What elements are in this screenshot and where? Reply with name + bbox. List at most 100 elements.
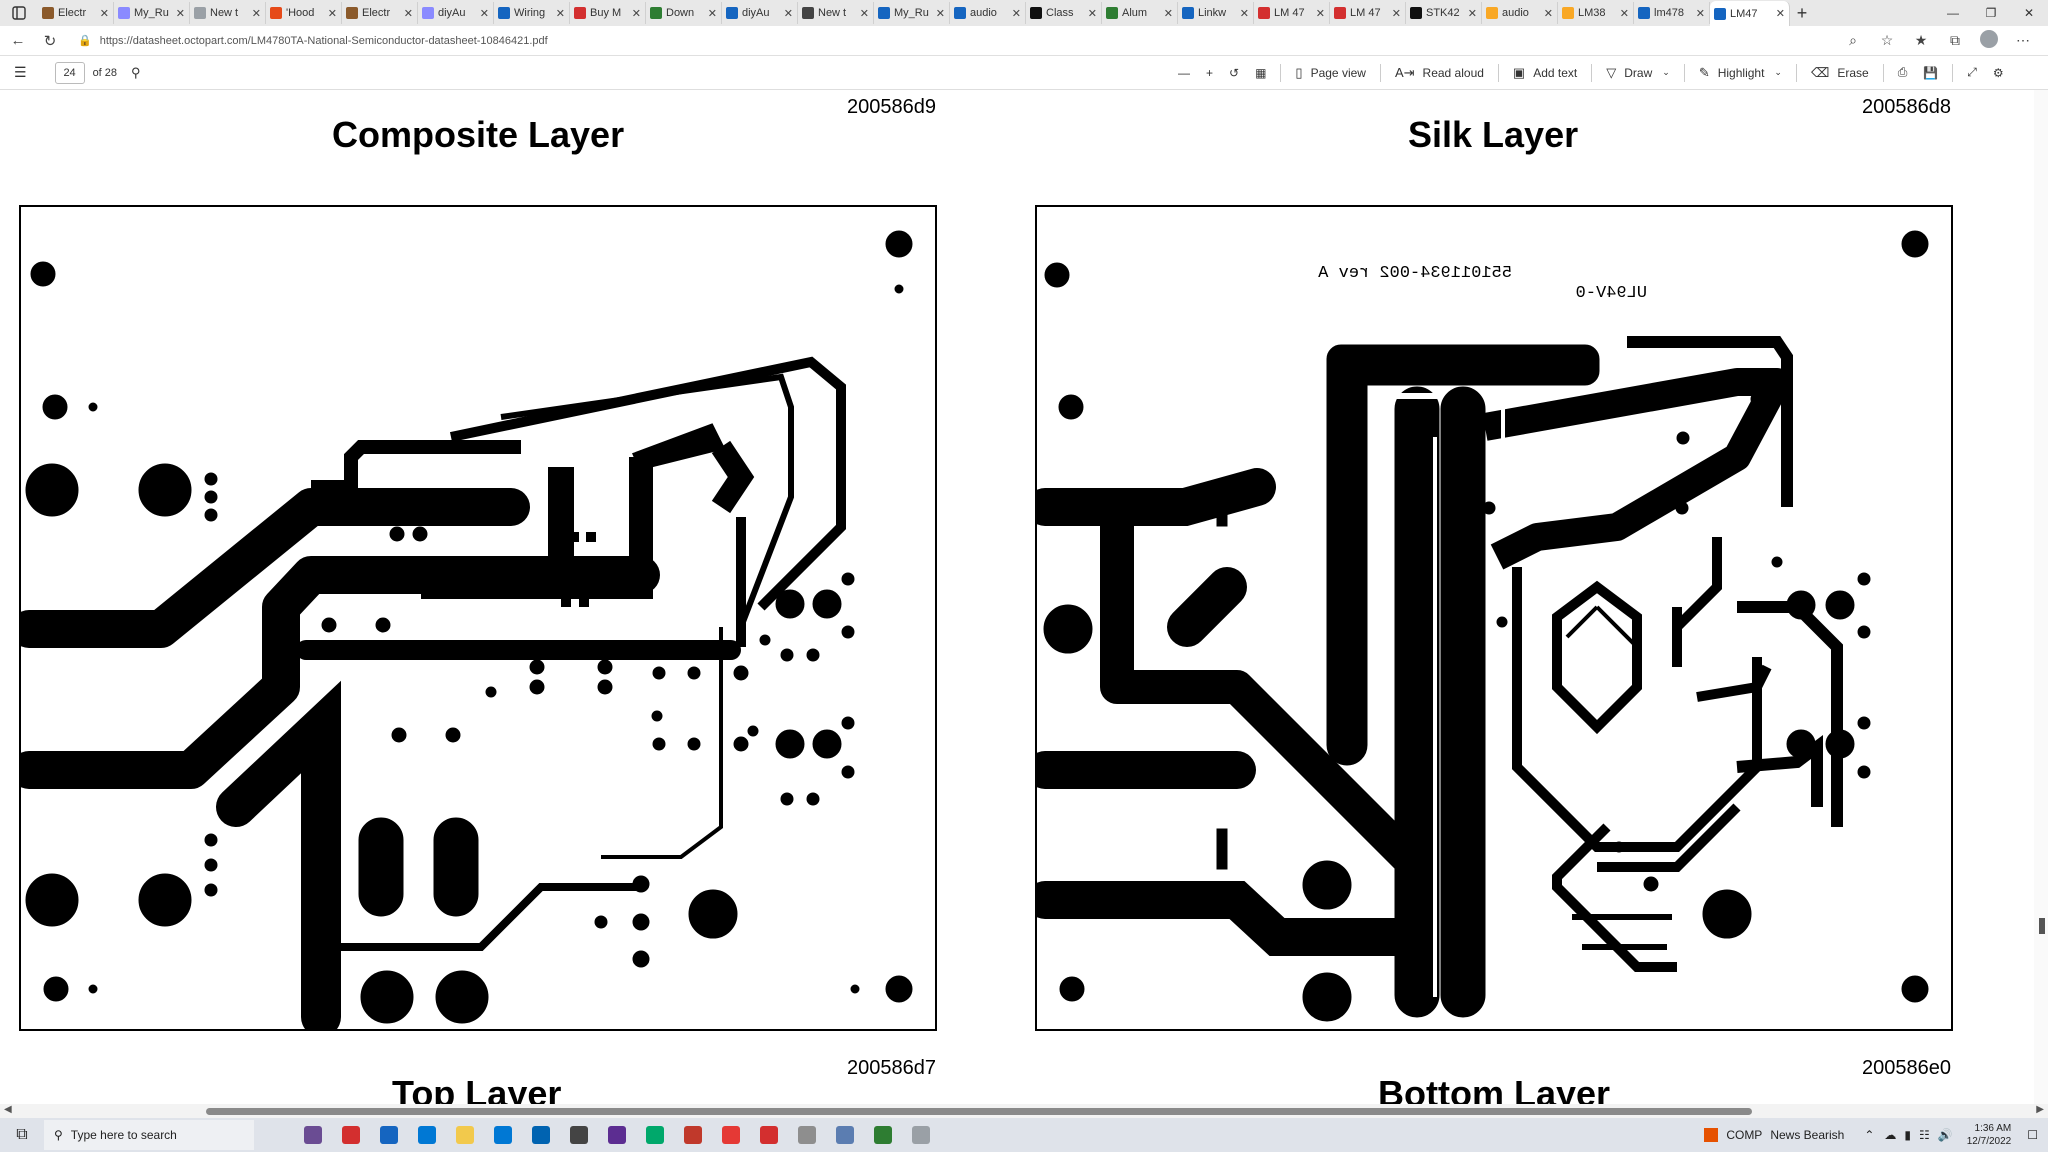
taskbar-app-icon[interactable] xyxy=(602,1121,632,1149)
browser-tab[interactable]: Buy M✕ xyxy=(570,2,646,24)
zoom-out-icon[interactable]: — xyxy=(1178,65,1190,80)
tab-close-icon[interactable]: ✕ xyxy=(935,7,945,20)
browser-tab[interactable]: Electr✕ xyxy=(342,2,418,24)
horizontal-scrollbar[interactable]: ◀ ▶ xyxy=(0,1104,2048,1118)
favorite-add-icon[interactable]: ☆ xyxy=(1880,32,1894,48)
new-tab-button[interactable]: + xyxy=(1796,2,1808,23)
tab-close-icon[interactable]: ✕ xyxy=(1543,7,1553,20)
taskbar-app-icon[interactable] xyxy=(792,1121,822,1149)
tab-close-icon[interactable]: ✕ xyxy=(859,7,869,20)
browser-tab[interactable]: My_Ru✕ xyxy=(874,2,950,24)
zoom-icon[interactable]: ⌕ xyxy=(1849,32,1857,48)
news-widget[interactable]: COMP News Bearish xyxy=(1704,1128,1844,1142)
chevron-up-icon[interactable]: ⌃ xyxy=(1864,1128,1875,1142)
taskbar-app-icon[interactable] xyxy=(678,1121,708,1149)
tab-close-icon[interactable]: ✕ xyxy=(479,7,489,20)
refresh-icon[interactable]: ↻ xyxy=(43,32,57,50)
browser-tab[interactable]: lm478✕ xyxy=(1634,2,1710,24)
taskbar-app-icon[interactable] xyxy=(754,1121,784,1149)
taskbar-app-icon[interactable] xyxy=(374,1121,404,1149)
fit-page-icon[interactable]: ▦ xyxy=(1255,65,1267,80)
tab-actions-menu-icon[interactable] xyxy=(0,0,38,26)
url-field[interactable]: 🔒 https://datasheet.octopart.com/LM4780T… xyxy=(78,30,1836,52)
browser-tab[interactable]: LM 47✕ xyxy=(1330,2,1406,24)
restore-icon[interactable]: ❐ xyxy=(1985,6,1997,20)
browser-tab[interactable]: diyAu✕ xyxy=(722,2,798,24)
profile-avatar[interactable] xyxy=(1972,30,2006,51)
fullscreen-icon[interactable]: ⤢ xyxy=(1967,65,1977,79)
browser-tab[interactable]: audio✕ xyxy=(1482,2,1558,24)
tab-close-icon[interactable]: ✕ xyxy=(1391,7,1401,20)
tab-close-icon[interactable]: ✕ xyxy=(1775,8,1785,20)
browser-tab[interactable]: Electr✕ xyxy=(38,2,114,24)
tab-close-icon[interactable]: ✕ xyxy=(99,7,109,20)
tab-close-icon[interactable]: ✕ xyxy=(1315,7,1325,20)
chevron-down-icon[interactable]: ⌄ xyxy=(1662,67,1670,77)
chevron-down-icon[interactable]: ⌄ xyxy=(1774,67,1782,77)
volume-icon[interactable]: 🔊 xyxy=(1937,1128,1953,1142)
draw-button[interactable]: ▽Draw⌄ xyxy=(1606,65,1670,81)
print-icon[interactable]: ⎙ xyxy=(1897,65,1908,79)
browser-tab[interactable]: LM47✕ xyxy=(1710,1,1790,26)
taskbar-app-icon[interactable] xyxy=(906,1121,936,1149)
browser-tab[interactable]: Down✕ xyxy=(646,2,722,24)
page-view-button[interactable]: ▯Page view xyxy=(1295,65,1366,81)
browser-tab[interactable]: STK42✕ xyxy=(1406,2,1482,24)
highlight-button[interactable]: ✎Highlight⌄ xyxy=(1699,65,1782,81)
scroll-thumb[interactable] xyxy=(206,1108,1752,1115)
scroll-thumb[interactable] xyxy=(2039,918,2045,934)
taskbar-app-icon[interactable] xyxy=(564,1121,594,1149)
tab-close-icon[interactable]: ✕ xyxy=(555,7,565,20)
taskbar-app-icon[interactable] xyxy=(640,1121,670,1149)
taskbar-search[interactable]: ⚲ Type here to search xyxy=(44,1120,254,1150)
taskbar-app-icon[interactable] xyxy=(450,1121,480,1149)
tab-close-icon[interactable]: ✕ xyxy=(707,7,717,20)
tab-close-icon[interactable]: ✕ xyxy=(175,7,185,20)
taskbar-app-icon[interactable] xyxy=(716,1121,746,1149)
cloud-icon[interactable]: ☁ xyxy=(1884,1128,1897,1142)
taskbar-app-icon[interactable] xyxy=(868,1121,898,1149)
browser-tab[interactable]: diyAu✕ xyxy=(418,2,494,24)
zoom-in-icon[interactable]: + xyxy=(1206,65,1214,80)
tab-close-icon[interactable]: ✕ xyxy=(327,7,337,20)
taskbar-app-icon[interactable] xyxy=(298,1121,328,1149)
network-icon[interactable]: ☷ xyxy=(1919,1128,1930,1142)
tab-close-icon[interactable]: ✕ xyxy=(631,7,641,20)
find-icon[interactable]: ⚲ xyxy=(131,64,141,80)
back-icon[interactable]: ← xyxy=(10,32,26,49)
browser-tab[interactable]: Linkw✕ xyxy=(1178,2,1254,24)
taskbar-app-icon[interactable] xyxy=(488,1121,518,1149)
taskbar-app-icon[interactable] xyxy=(412,1121,442,1149)
browser-tab[interactable]: My_Ru✕ xyxy=(114,2,190,24)
tab-close-icon[interactable]: ✕ xyxy=(1163,7,1173,20)
browser-tab[interactable]: New t✕ xyxy=(190,2,266,24)
tab-close-icon[interactable]: ✕ xyxy=(1011,7,1021,20)
minimize-icon[interactable]: — xyxy=(1947,6,1959,20)
vertical-scrollbar[interactable] xyxy=(2034,90,2048,1104)
notification-icon[interactable]: ☐ xyxy=(2027,1128,2038,1142)
tab-close-icon[interactable]: ✕ xyxy=(1467,7,1477,20)
tab-close-icon[interactable]: ✕ xyxy=(1695,7,1705,20)
taskbar-app-icon[interactable] xyxy=(336,1121,366,1149)
tab-close-icon[interactable]: ✕ xyxy=(1619,7,1629,20)
battery-icon[interactable]: ▮ xyxy=(1904,1128,1912,1142)
scroll-left-icon[interactable]: ◀ xyxy=(4,1104,12,1115)
browser-tab[interactable]: audio✕ xyxy=(950,2,1026,24)
browser-tab[interactable]: Wiring✕ xyxy=(494,2,570,24)
settings-icon[interactable]: ⚙ xyxy=(1992,65,2004,80)
browser-tab[interactable]: 'Hood✕ xyxy=(266,2,342,24)
favorites-icon[interactable]: ★ xyxy=(1914,32,1928,48)
erase-button[interactable]: ⌫Erase xyxy=(1811,65,1869,81)
clock[interactable]: 1:36 AM 12/7/2022 xyxy=(1967,1122,2012,1148)
taskbar-app-icon[interactable] xyxy=(830,1121,860,1149)
tab-close-icon[interactable]: ✕ xyxy=(783,7,793,20)
browser-tab[interactable]: LM38✕ xyxy=(1558,2,1634,24)
browser-tab[interactable]: LM 47✕ xyxy=(1254,2,1330,24)
taskbar-app-icon[interactable] xyxy=(526,1121,556,1149)
tab-close-icon[interactable]: ✕ xyxy=(1239,7,1249,20)
tab-close-icon[interactable]: ✕ xyxy=(403,7,413,20)
close-window-icon[interactable]: ✕ xyxy=(2023,6,2035,20)
collections-icon[interactable]: ⧉ xyxy=(1950,32,1960,48)
browser-tab[interactable]: Class✕ xyxy=(1026,2,1102,24)
browser-tab[interactable]: New t✕ xyxy=(798,2,874,24)
